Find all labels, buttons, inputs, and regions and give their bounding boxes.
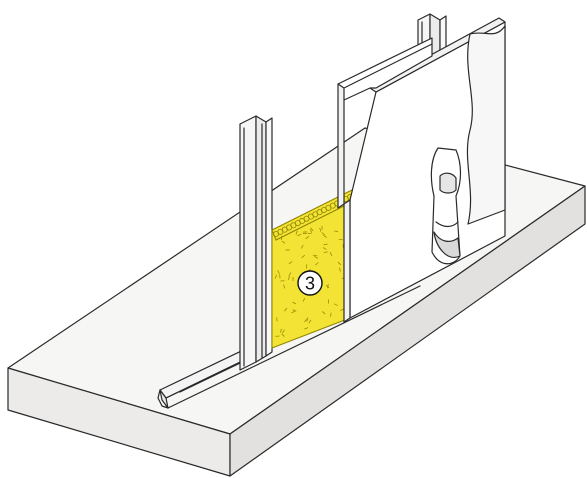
- insulation-fiber: [280, 280, 285, 282]
- insulation-fiber: [305, 264, 308, 269]
- insulation-fiber: [281, 333, 285, 337]
- insulation-fiber: [319, 227, 322, 232]
- insulation-fiber: [315, 262, 319, 266]
- insulation-fiber: [322, 247, 327, 250]
- front-stud: [239, 115, 273, 371]
- insulation-fiber: [280, 328, 282, 333]
- insulation-fiber: [329, 252, 333, 257]
- front-board-edge: [343, 199, 351, 323]
- board-cutaway: [430, 25, 506, 265]
- insulation-fiber: [275, 274, 277, 279]
- insulation-fiber: [295, 230, 298, 235]
- insulation-fiber: [339, 267, 341, 272]
- insulation-fiber: [291, 310, 296, 314]
- insulation-fiber: [325, 284, 330, 289]
- insulation-fiber: [337, 261, 342, 266]
- insulation-fiber: [310, 227, 314, 232]
- slab-side-face: [229, 185, 586, 477]
- callout-label: 3: [305, 274, 315, 294]
- insulation-fiber: [304, 327, 309, 330]
- insulation-fiber: [300, 244, 304, 249]
- insulation-fiber: [323, 234, 327, 238]
- callout-circle: [297, 270, 323, 296]
- insulation-fiber: [276, 317, 278, 322]
- insulation-fiber: [307, 232, 312, 235]
- cutaway-outline: [466, 25, 506, 225]
- callout-3: 3: [297, 270, 323, 296]
- insulation-fiber: [282, 329, 285, 334]
- insulation-fiber: [314, 256, 319, 259]
- insulation-fiber: [306, 317, 309, 322]
- insulation-fiber: [309, 229, 313, 234]
- front-stud-return: [265, 117, 273, 357]
- insulation-fiber: [339, 308, 344, 312]
- insulation-fiber: [292, 309, 297, 312]
- insulation-fiber: [297, 233, 302, 237]
- insulation-fiber: [305, 236, 310, 240]
- insulation-fiber: [283, 284, 286, 289]
- insulation-fiber: [301, 254, 306, 259]
- insulation-fiber: [288, 261, 293, 265]
- insulation-fiber: [281, 240, 286, 244]
- insulation-fiber: [330, 312, 332, 317]
- front-stud-flange: [255, 115, 267, 363]
- insulation-fiber: [321, 311, 326, 315]
- front-stud-face: [239, 115, 257, 371]
- insulation-fiber: [288, 272, 292, 277]
- insulation-fiber: [323, 251, 328, 254]
- insulation-fiber: [288, 275, 290, 280]
- insulation-fiber: [333, 303, 338, 306]
- insulation-fiber: [284, 307, 288, 312]
- insulation-fiber: [327, 284, 329, 289]
- insulation-fiber: [304, 318, 308, 323]
- insulation-fiber: [323, 243, 328, 246]
- second-gypsum-board: [337, 37, 433, 209]
- insulation-fiber: [277, 270, 280, 275]
- insulation-fiber: [308, 319, 312, 324]
- insulation-fiber: [292, 301, 297, 305]
- insulation-fiber: [302, 297, 306, 302]
- second-board-edge: [337, 83, 345, 209]
- insulation-fiber: [321, 232, 326, 236]
